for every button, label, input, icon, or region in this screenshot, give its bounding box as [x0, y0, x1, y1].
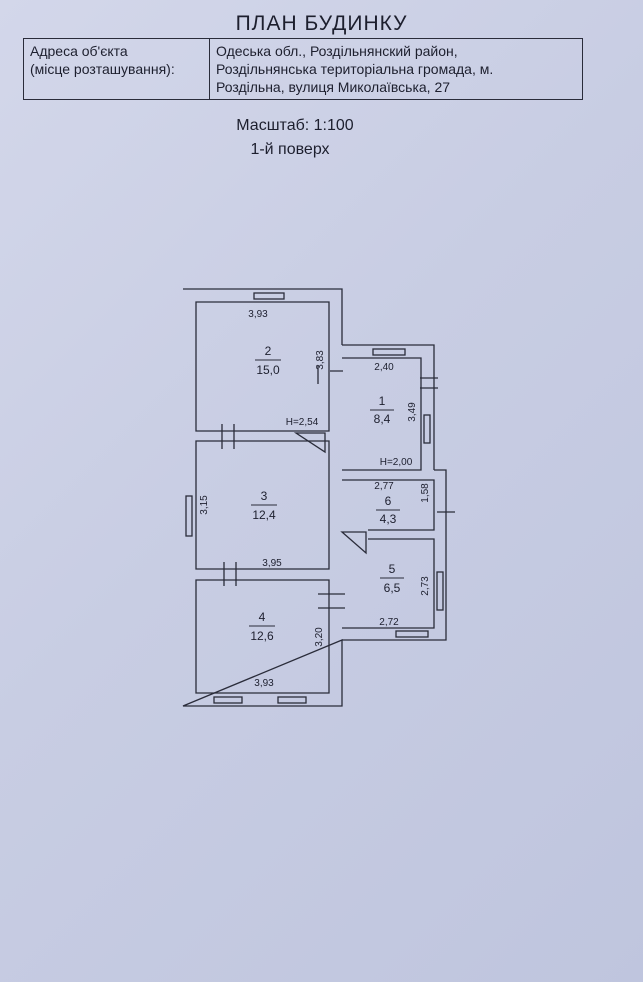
dim-r5-width: 2,72: [379, 617, 399, 628]
room-2-area: 15,0: [256, 363, 280, 377]
window: [395, 630, 429, 638]
main-inner-wall: [195, 301, 330, 432]
room-6-area: 4,3: [380, 512, 397, 526]
address-value-line-2: Роздільнянська територіальна громада, м.: [216, 61, 494, 77]
dim-r2-height: 3,83: [315, 350, 326, 370]
window: [372, 348, 406, 356]
room-3-number: 3: [261, 489, 268, 503]
dim-r6-height: 1,58: [420, 483, 431, 503]
dim-r3-width: 3,95: [262, 558, 282, 569]
dim-r4-height: 3,20: [314, 627, 325, 647]
door-mark: [318, 593, 345, 609]
address-value-line-1: Одеська обл., Роздільнянский район,: [216, 43, 458, 59]
window: [185, 495, 193, 537]
scale-label: Масштаб: 1:100: [236, 117, 354, 134]
address-table: Адреса об'єкта (місце розташування): Оде…: [23, 38, 583, 100]
window: [436, 571, 444, 611]
address-label-cell: Адреса об'єкта (місце розташування):: [24, 39, 210, 99]
room3-wall: [195, 440, 330, 570]
room-5-number: 5: [389, 562, 396, 576]
room6-wall: [342, 479, 435, 531]
dim-r1-width: 2,40: [374, 362, 394, 373]
dim-r6-width: 2,77: [374, 481, 394, 492]
room-5-area: 6,5: [384, 581, 401, 595]
room-4-area: 12,6: [250, 629, 274, 643]
stair-mark-2: [340, 531, 367, 555]
door-mark: [317, 366, 343, 384]
floor-label: 1-й поверх: [250, 141, 330, 158]
room-2-number: 2: [265, 344, 272, 358]
dim-r5-height: 2,73: [420, 576, 431, 596]
address-value-cell: Одеська обл., Роздільнянский район, Розд…: [210, 39, 582, 99]
room4-wall: [195, 579, 330, 694]
room-1-number: 1: [379, 394, 386, 408]
stair-mark-1: [293, 432, 326, 454]
dim-r1-height: 3,49: [407, 402, 418, 422]
room-1-area: 8,4: [374, 412, 391, 426]
door-mark: [420, 377, 438, 389]
address-value-line-3: Роздільна, вулиця Миколаївська, 27: [216, 79, 451, 95]
address-label-line-2: (місце розташування):: [30, 61, 175, 77]
address-label-line-1: Адреса об'єкта: [30, 43, 128, 59]
door-mark: [221, 424, 235, 449]
window: [277, 696, 307, 704]
dim-r2-width: 3,93: [248, 309, 268, 320]
window: [253, 292, 285, 300]
door-mark: [223, 562, 237, 586]
window: [423, 414, 431, 444]
dim-r4-width: 3,93: [254, 678, 274, 689]
room-6-number: 6: [385, 494, 392, 508]
dim-ceiling-annex: H=2,00: [380, 457, 413, 468]
dim-ceiling-main: H=2,54: [286, 417, 319, 428]
room-3-area: 12,4: [252, 508, 276, 522]
annex-outer-wall: [342, 344, 447, 641]
main-outer-wall: [182, 288, 343, 707]
dim-r3-height: 3,15: [199, 495, 210, 515]
room1-wall: [342, 357, 422, 471]
document-title: ПЛАН БУДИНКУ: [235, 12, 408, 35]
room5-wall: [342, 538, 435, 629]
window: [213, 696, 243, 704]
room-4-number: 4: [259, 610, 266, 624]
